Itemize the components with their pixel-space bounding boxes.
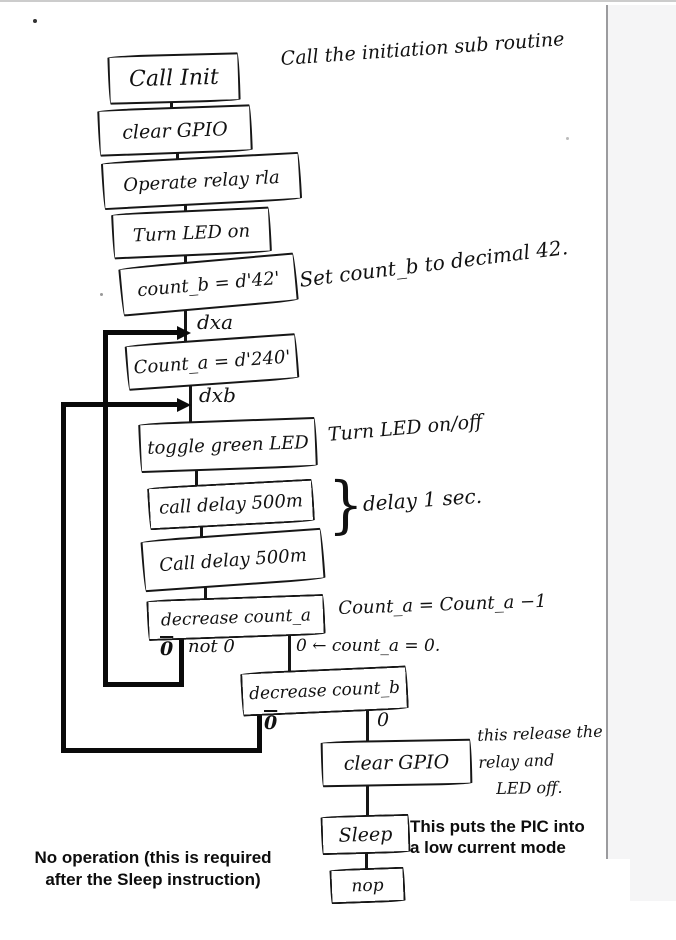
label-counta-notzero-symbol: 0 bbox=[160, 638, 174, 660]
connector-delay1-delay2 bbox=[200, 519, 203, 537]
dxb-arrowhead-icon bbox=[177, 398, 191, 412]
loop-counta-dxa-line bbox=[103, 330, 177, 335]
connector-turnled-countb bbox=[184, 250, 187, 263]
connector-countb-counta bbox=[184, 299, 187, 343]
brace-icon: } bbox=[327, 468, 364, 541]
flow-box-toggle-green-led: toggle green LED bbox=[138, 416, 318, 474]
loop-countb-stub bbox=[257, 706, 262, 753]
loop-counta-stub bbox=[179, 632, 184, 687]
annotation-release-line2: relay and bbox=[478, 750, 555, 772]
loop-countb-horizontal bbox=[61, 748, 262, 753]
connector-cleargpio2-sleep bbox=[366, 779, 369, 818]
annotation-sleep-note-line1: This puts the PIC into bbox=[410, 817, 585, 836]
connector-delay2-decreasea bbox=[204, 578, 207, 600]
flow-box-operate-relay: Operate relay rla bbox=[100, 151, 303, 211]
label-countb-notzero-symbol: 0 bbox=[264, 712, 278, 734]
label-dxb: dxb bbox=[199, 383, 236, 407]
annotation-count-b: Set count_b to decimal 42. bbox=[298, 235, 570, 292]
annotation-nop-note-line1: No operation (this is required bbox=[34, 848, 272, 867]
connector-toggle-delay1 bbox=[195, 464, 198, 486]
annotation-delay: delay 1 sec. bbox=[362, 483, 483, 516]
label-dxa: dxa bbox=[197, 310, 234, 334]
annotation-nop-note-line2: after the Sleep instruction) bbox=[45, 870, 261, 889]
loop-counta-vertical bbox=[103, 330, 108, 687]
top-rule-line bbox=[0, 0, 676, 2]
flow-box-turn-led-on: Turn LED on bbox=[111, 206, 272, 260]
label-countb-zero-symbol: 0 bbox=[377, 709, 390, 731]
bottom-right-panel-block bbox=[630, 859, 676, 901]
speck-dot bbox=[566, 137, 569, 140]
speck-dot bbox=[100, 293, 103, 296]
loop-countb-vertical bbox=[61, 402, 66, 753]
annotation-sleep-note-line2: a low current mode bbox=[410, 838, 566, 857]
annotation-init: Call the initiation sub routine bbox=[280, 28, 566, 70]
loop-counta-horizontal bbox=[103, 682, 184, 687]
flow-box-sleep: Sleep bbox=[320, 813, 411, 856]
right-side-panel bbox=[606, 5, 676, 859]
flow-box-nop: nop bbox=[329, 866, 406, 905]
connector-sleep-nop bbox=[365, 847, 368, 871]
annotation-nop-note: No operation (this is required after the… bbox=[24, 847, 282, 891]
connector-init-cleargpio bbox=[170, 97, 173, 111]
label-counta-notzero-text: not 0 bbox=[188, 636, 235, 657]
flow-box-count-b-init: count_b = d'42' bbox=[118, 252, 299, 317]
annotation-decrease-a: Count_a = Count_a −1 bbox=[338, 590, 547, 619]
flow-box-call-delay-2: Call delay 500m bbox=[140, 527, 326, 593]
label-counta-zero-note: 0 ← count_a = 0. bbox=[296, 636, 441, 656]
flow-box-decrease-count-a: decrease count_a bbox=[146, 593, 326, 642]
flow-box-clear-gpio-2: clear GPIO bbox=[320, 738, 473, 788]
speck-dot bbox=[33, 19, 37, 23]
connector-decreasea-decreaseb bbox=[288, 632, 291, 672]
loop-countb-dxb-line bbox=[61, 402, 177, 407]
annotation-release-line1: this release the bbox=[477, 721, 603, 745]
dxa-arrowhead-icon bbox=[177, 326, 191, 340]
flow-box-call-delay-1: call delay 500m bbox=[146, 478, 316, 531]
connector-operate-turnled bbox=[184, 199, 187, 213]
annotation-release-line3: LED off. bbox=[496, 777, 563, 798]
flow-box-call-init: Call Init bbox=[107, 52, 241, 105]
connector-decreaseb-cleargpio2 bbox=[366, 706, 369, 744]
connector-cleargpio-operate bbox=[176, 148, 179, 161]
flow-box-clear-gpio-1: clear GPIO bbox=[97, 104, 253, 157]
annotation-sleep-note: This puts the PIC into a low current mod… bbox=[410, 816, 600, 858]
annotation-toggle: Turn LED on/off bbox=[327, 410, 484, 446]
